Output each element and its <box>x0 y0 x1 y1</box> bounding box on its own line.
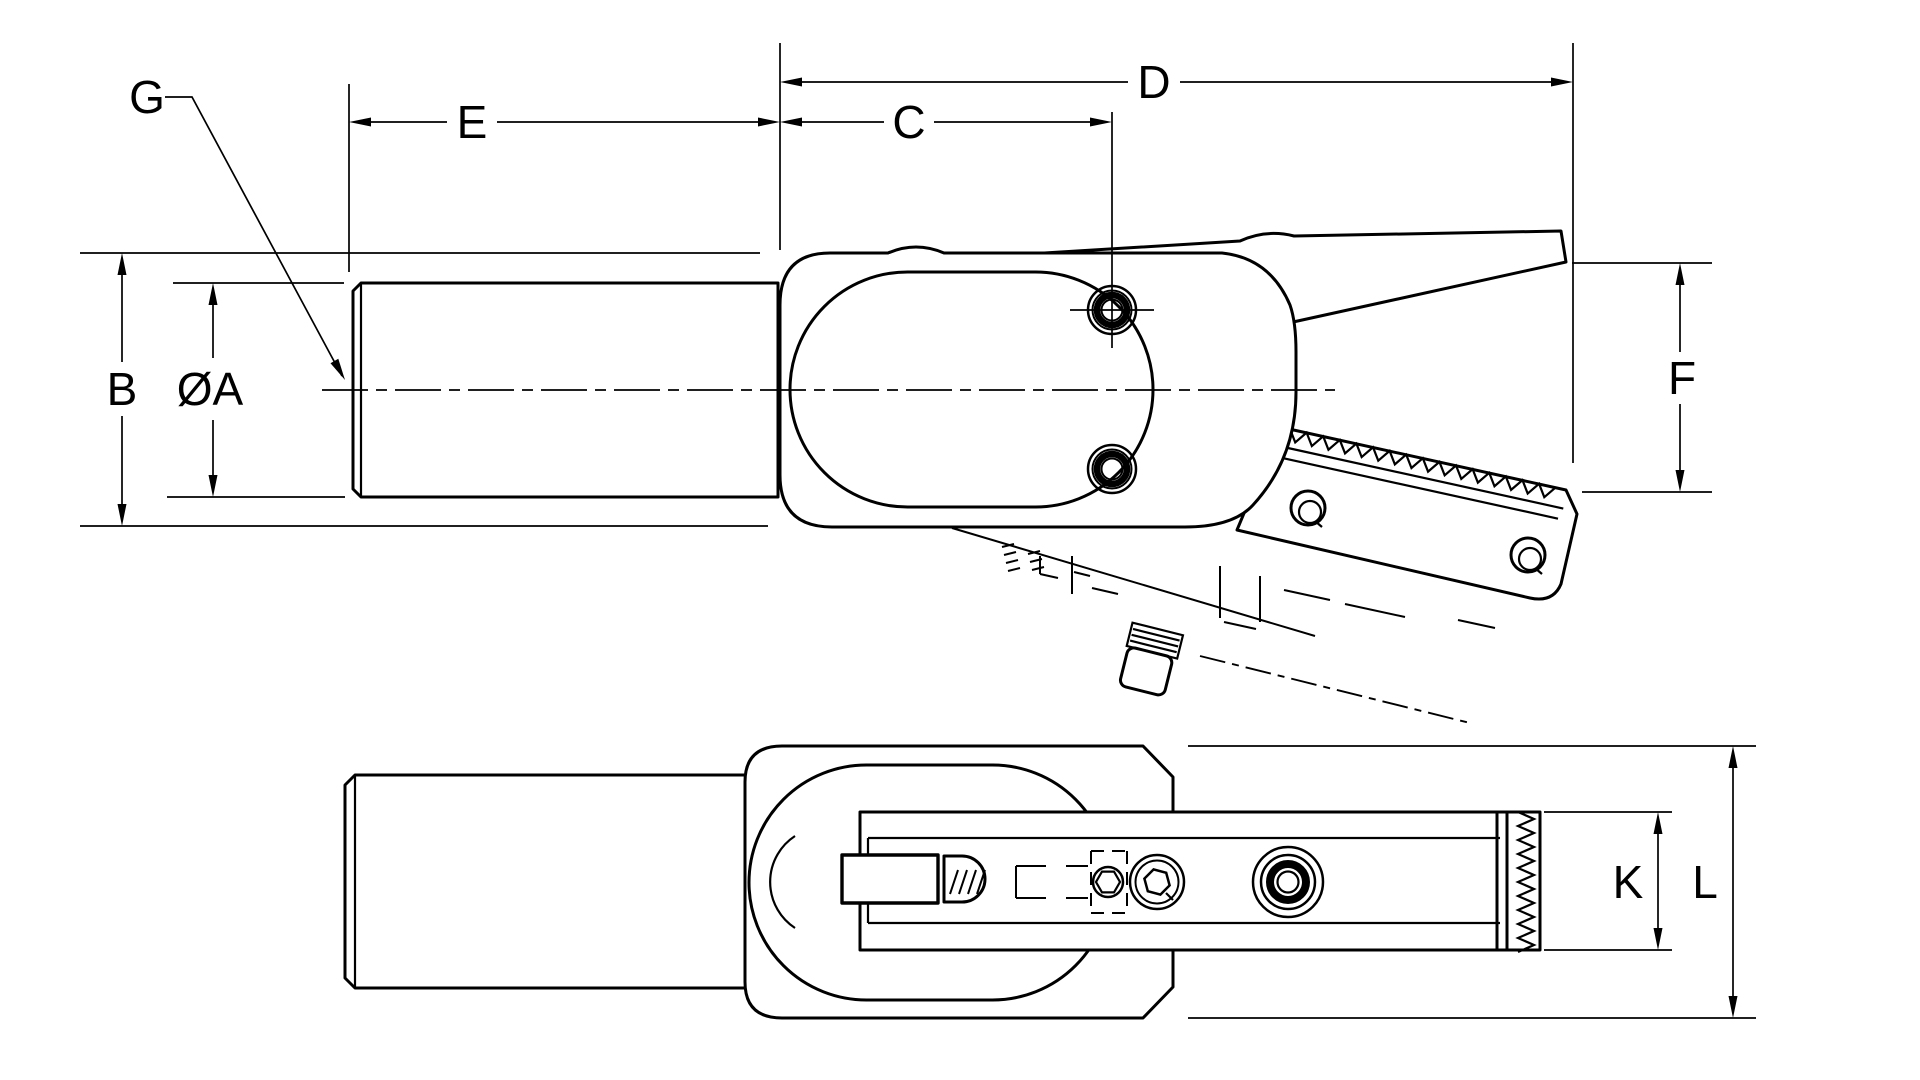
serration-zigzag <box>1288 428 1557 500</box>
dimension-a: ØA <box>167 282 345 498</box>
serration-root-lines <box>1278 446 1564 520</box>
clamp-bolt <box>1118 621 1185 697</box>
hex-adjuster-circle <box>1091 865 1125 899</box>
pusher-assembly <box>840 853 1088 905</box>
dim-label-d: D <box>1137 56 1170 108</box>
plan-view <box>343 744 1542 1020</box>
socket-screw-hex <box>1143 868 1171 896</box>
arrows-a <box>208 283 218 497</box>
dimension-c: C <box>780 96 1154 348</box>
shank-plan <box>343 773 750 990</box>
hex-adjuster <box>1090 850 1128 914</box>
mount-screw-bottom-socket <box>1100 457 1124 481</box>
ext-line-c <box>1070 112 1154 348</box>
arm-screw-rear-tail <box>1534 567 1543 575</box>
clamp-bolt-head <box>1118 646 1174 697</box>
mount-screw-bottom <box>1086 443 1138 495</box>
dimension-k: K <box>1544 811 1672 951</box>
dim-label-g: G <box>129 71 165 123</box>
hex-adjuster-hex <box>1094 870 1122 894</box>
serration-teeth <box>1278 428 1564 520</box>
arm-open-position-line <box>951 527 1316 637</box>
pivot-ring <box>1266 860 1310 904</box>
spring-seat-bracket <box>1015 865 1088 899</box>
arm-screw-rear-inner <box>1517 546 1543 572</box>
clamp-bolt-threads <box>1129 627 1180 654</box>
pivot-socket <box>1276 870 1300 894</box>
dimension-d: D <box>779 43 1574 463</box>
ext-line-d <box>779 43 1574 463</box>
spring-symbol <box>949 869 986 895</box>
pusher-block <box>840 853 940 905</box>
ext-line-k <box>1544 811 1672 951</box>
dim-label-c: C <box>892 96 925 148</box>
mount-screw-bottom-counterbore <box>1086 443 1138 495</box>
dimension-l: L <box>1188 745 1756 1019</box>
dimension-b: B <box>80 252 768 527</box>
dim-label-e: E <box>457 96 488 148</box>
pivot-head <box>1259 853 1317 911</box>
dimension-e: E <box>348 84 780 272</box>
arm-screw-front-tail <box>1314 520 1323 528</box>
serrated-arm-outline <box>1235 425 1579 601</box>
arm-axis-centerline <box>1199 655 1471 724</box>
dimension-g: G <box>129 71 345 380</box>
ext-line-a <box>167 282 345 498</box>
mount-screw-bottom-head <box>1091 448 1133 490</box>
slot-pocket-arc <box>769 835 796 929</box>
dim-label-f: F <box>1668 352 1696 404</box>
shank-plan-outline <box>343 773 750 990</box>
pivot-screw <box>1251 845 1325 919</box>
ext-line-f <box>1572 262 1712 493</box>
socket-screw-collar <box>1134 859 1180 905</box>
dimension-f: F <box>1572 262 1712 493</box>
pivot-boss <box>1251 845 1325 919</box>
serrated-arm <box>1235 425 1579 601</box>
socket-screw <box>1128 853 1186 911</box>
hidden-mechanism <box>951 527 1496 724</box>
mount-screw-bottom-ring <box>1093 450 1131 488</box>
dim-label-k: K <box>1613 856 1644 908</box>
leader-line-g <box>165 96 343 377</box>
serrated-face-lines <box>1495 812 1509 950</box>
side-view <box>322 229 1579 724</box>
dim-label-b: B <box>107 363 138 415</box>
serrated-face-teeth <box>1515 810 1537 954</box>
ext-line-l <box>1188 745 1756 1019</box>
socket-screw-head <box>1128 853 1186 911</box>
socket-screw-tail <box>1165 892 1174 901</box>
hidden-thread-ticks <box>1001 543 1045 572</box>
dim-label-l: L <box>1692 856 1718 908</box>
ext-line-b <box>80 252 768 527</box>
leader-arrow-g <box>330 358 345 380</box>
hidden-rod-segments <box>1039 556 1496 630</box>
dim-label-a: ØA <box>177 363 244 415</box>
arm-screw-front-inner <box>1297 499 1323 525</box>
